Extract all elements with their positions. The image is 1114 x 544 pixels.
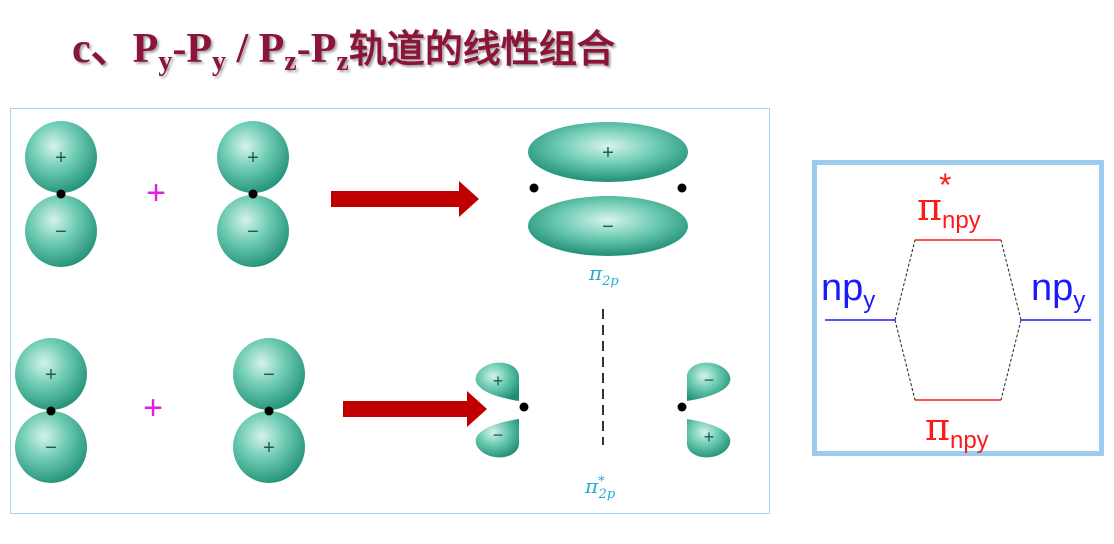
- svg-text:−: −: [602, 216, 614, 238]
- pi-antibonding-orbital-right: − +: [677, 362, 731, 458]
- pi-2p-star-caption: π*2p: [585, 474, 616, 502]
- svg-text:−: −: [493, 425, 504, 445]
- svg-text:−: −: [45, 437, 57, 459]
- svg-text:+: +: [45, 364, 57, 386]
- pi-2p-caption: π2p: [589, 261, 619, 289]
- pi-antibonding-orbital-left: + −: [475, 362, 529, 458]
- svg-text:−: −: [704, 370, 715, 390]
- svg-text:+: +: [247, 147, 259, 169]
- svg-text:+: +: [55, 147, 67, 169]
- svg-text:+: +: [493, 371, 504, 391]
- plus-sign-2: +: [143, 389, 163, 427]
- svg-text:−: −: [247, 221, 259, 243]
- svg-text:−: −: [55, 221, 67, 243]
- pi-npy-label: πnpy: [925, 405, 989, 454]
- arrow-1: [331, 181, 479, 217]
- py-orbital-2: + −: [217, 121, 289, 267]
- pi-bonding-orbital: + −: [528, 122, 688, 256]
- svg-text:+: +: [602, 142, 614, 164]
- svg-text:−: −: [263, 364, 275, 386]
- pi-star-npy-label: πnpy: [917, 185, 981, 234]
- orbital-diagram: + − + + − + −: [15, 121, 731, 483]
- energy-level-lines: [825, 239, 1091, 401]
- arrow-2: [343, 391, 487, 427]
- plus-sign-1: +: [146, 174, 166, 212]
- py-orbital-3: + −: [15, 338, 87, 483]
- py-orbital-4: − +: [233, 338, 305, 483]
- svg-text:+: +: [704, 427, 715, 447]
- slide-title: c、Py-Py / Pz-Pz轨道的线性组合: [72, 26, 615, 77]
- pi-star-asterisk: *: [939, 167, 952, 203]
- orbital-combination-panel: + − + + − + −: [10, 108, 770, 514]
- py-orbital-1: + −: [25, 121, 97, 267]
- svg-text:+: +: [263, 437, 275, 459]
- energy-level-diagram: npy npy πnpy * πnpy: [812, 160, 1104, 456]
- np-y-right-label: npy: [1031, 267, 1086, 314]
- correlation-lines: [894, 239, 1022, 401]
- np-y-left-label: npy: [821, 267, 876, 314]
